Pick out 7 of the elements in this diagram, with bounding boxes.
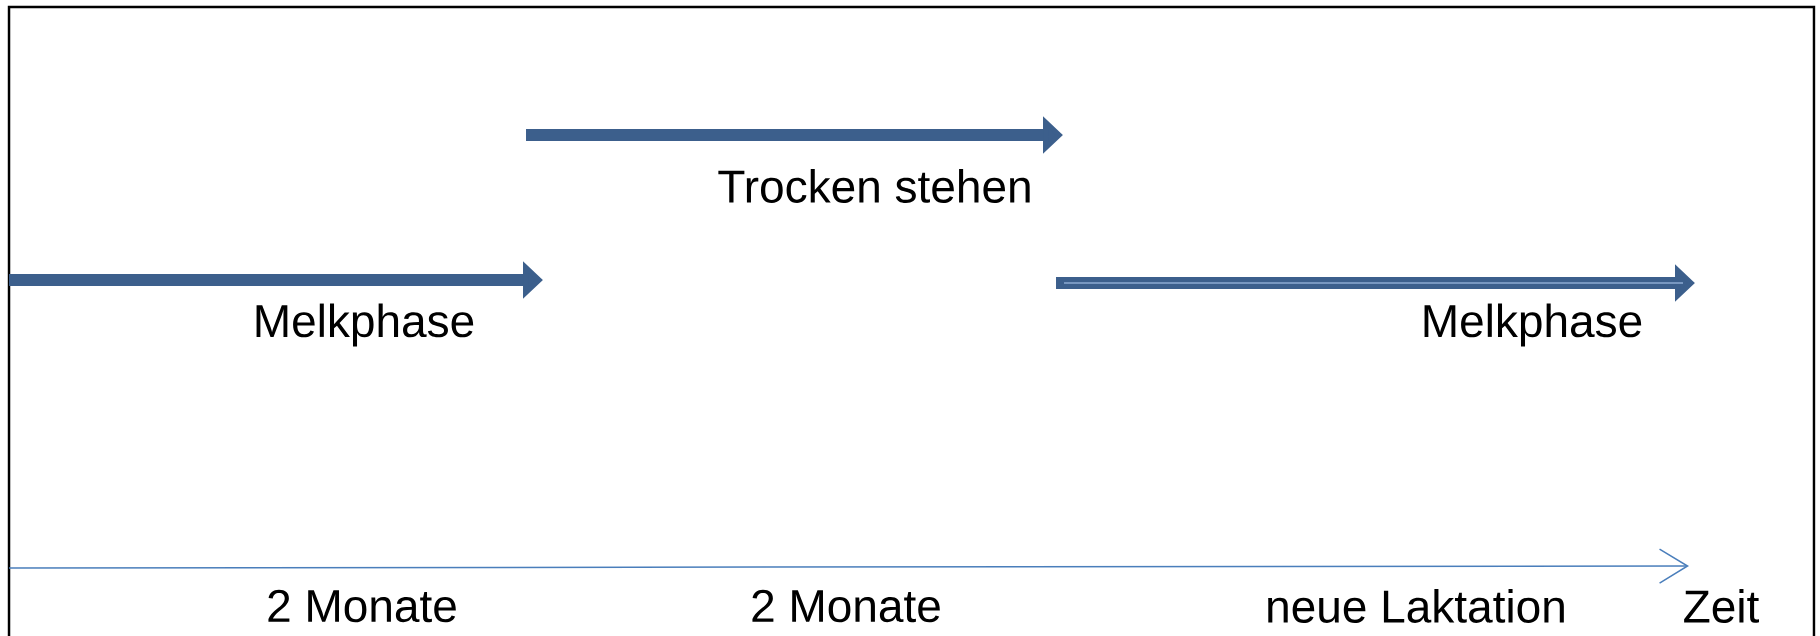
period-label: 2 Monate	[268, 589, 456, 623]
period-label: 2 Monate	[752, 589, 940, 623]
period-label: Melkphase	[256, 303, 474, 347]
period-label: Trocken stehen	[718, 169, 1030, 203]
period-label: Zeit	[1684, 589, 1759, 623]
period-label: neue Laktation	[1268, 589, 1564, 623]
period-label: Melkphase	[1424, 303, 1642, 347]
